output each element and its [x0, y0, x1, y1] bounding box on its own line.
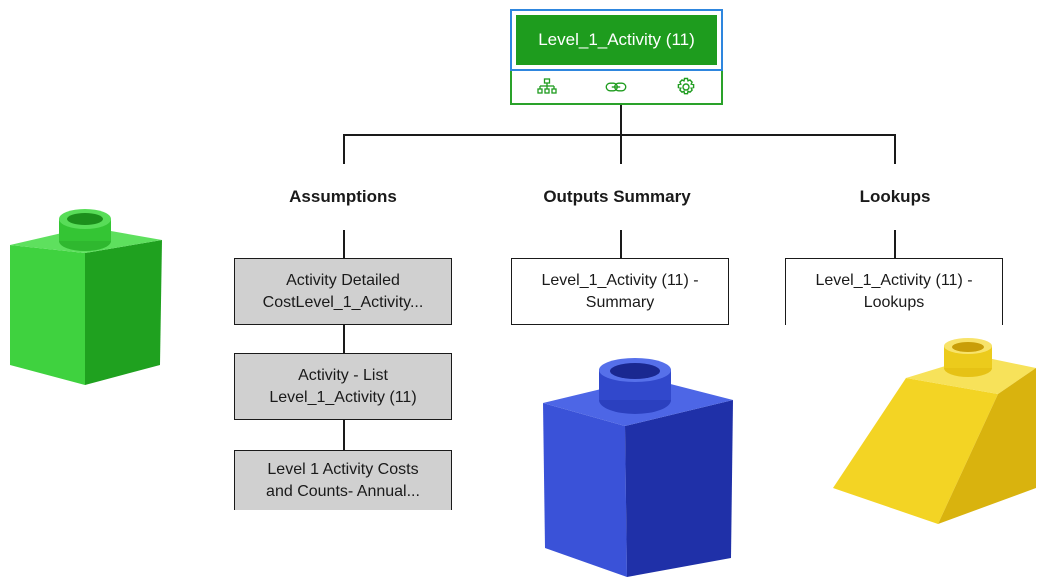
node-outputs-summary[interactable]: Level_1_Activity (11) - Summary: [511, 258, 729, 325]
connector-root: [620, 105, 622, 135]
node-activity-list[interactable]: Activity - List Level_1_Activity (11): [234, 353, 452, 420]
connector-assumptions-2: [343, 420, 345, 450]
blue-brick-image: [543, 358, 733, 577]
node-line: and Counts- Annual...: [266, 482, 420, 500]
connector-assumptions-node: [343, 230, 345, 258]
gear-icon[interactable]: [675, 76, 697, 98]
node-level-1-activity-costs[interactable]: Level 1 Activity Costs and Counts- Annua…: [234, 450, 452, 510]
node-line: Summary: [585, 293, 655, 311]
connector-outputs-node: [620, 230, 622, 258]
yellow-brick-image: [833, 338, 1036, 524]
connector-lookups: [894, 134, 896, 164]
connector-assumptions-1: [343, 325, 345, 353]
connector-lookups-node: [894, 230, 896, 258]
link-icon[interactable]: [605, 76, 627, 98]
heading-lookups: Lookups: [859, 187, 931, 206]
hierarchy-icon[interactable]: [536, 76, 558, 98]
connector-outputs: [620, 134, 622, 164]
green-brick-image: [10, 209, 162, 385]
heading-assumptions: Assumptions: [289, 187, 397, 206]
node-line: Level_1_Activity (11): [269, 388, 417, 406]
node-line: Lookups: [863, 294, 925, 311]
node-line: Activity Detailed: [286, 271, 400, 289]
connector-horizontal: [343, 134, 896, 136]
node-line: Level_1_Activity (11) -: [815, 272, 973, 289]
root-node-label: Level_1_Activity (11): [516, 15, 717, 65]
node-activity-detailed-cost[interactable]: Activity Detailed CostLevel_1_Activity..…: [234, 258, 452, 325]
root-node-toolbar: [510, 71, 723, 105]
node-lookups[interactable]: Level_1_Activity (11) - Lookups: [785, 258, 1003, 325]
node-line: Activity - List: [298, 366, 388, 384]
node-line: Level 1 Activity Costs: [267, 460, 419, 478]
node-line: Level_1_Activity (11) -: [541, 271, 699, 289]
heading-outputs-summary: Outputs Summary: [543, 187, 691, 206]
node-line: CostLevel_1_Activity...: [262, 293, 424, 311]
root-node[interactable]: Level_1_Activity (11): [510, 9, 723, 71]
connector-assumptions: [343, 134, 345, 164]
